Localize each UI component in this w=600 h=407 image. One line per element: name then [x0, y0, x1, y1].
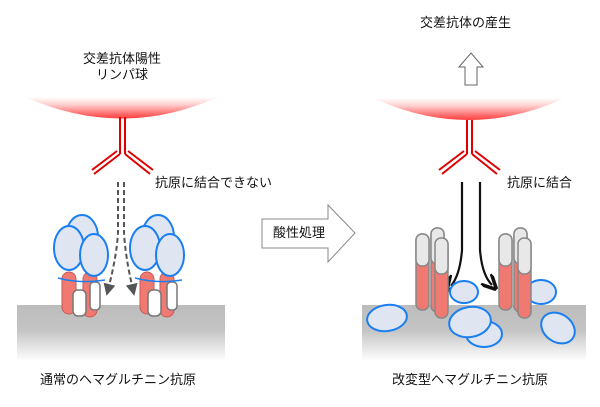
binding-arrows: [451, 182, 492, 286]
output-label: 交差抗体の産生: [420, 16, 512, 31]
dashed-arrows-failed-binding: [103, 182, 138, 296]
right-antigen-caption: 改変型ヘマグルチニン抗原: [392, 373, 549, 388]
ha-trimer-modified-1: [366, 227, 503, 348]
lymphocyte-label: 交差抗体陽性 リンパ球: [70, 52, 174, 84]
process-arrow: [261, 203, 356, 264]
ha-trimer-normal-1: [53, 214, 109, 318]
ha-trimer-normal-2: [129, 214, 185, 318]
antibody-left: [91, 117, 154, 175]
lymphocyte-cell-right: [373, 98, 565, 120]
right-antibody-status: 抗原に結合: [507, 176, 573, 191]
process-label: 酸性処理: [273, 226, 326, 241]
left-antigen-caption: 通常のヘマグルチニン抗原: [40, 373, 197, 388]
output-arrow-up: [457, 52, 485, 86]
lymphocyte-cell-left: [25, 97, 218, 119]
membrane-left: [17, 305, 225, 361]
left-antibody-status: 抗原に結合できない: [155, 176, 273, 191]
lymphocyte-label-line2: リンパ球: [95, 68, 148, 83]
ha-trimer-modified-2: [498, 227, 576, 345]
antibody-right: [438, 120, 501, 175]
lymphocyte-label-line1: 交差抗体陽性: [82, 52, 161, 67]
